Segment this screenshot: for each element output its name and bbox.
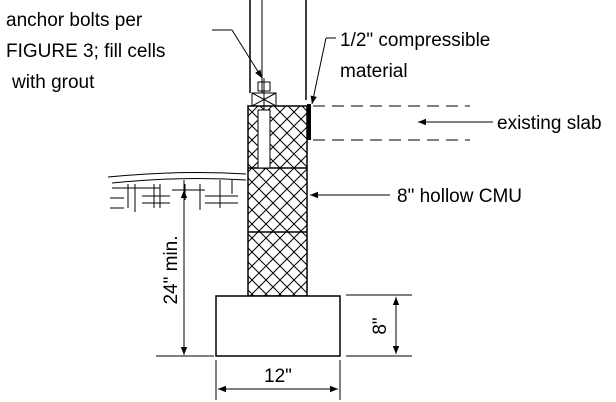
label-anchor-line2: FIGURE 3; fill cells	[6, 41, 165, 62]
compressible-leader	[310, 37, 336, 105]
concrete-footing	[215, 295, 341, 357]
label-anchor-line1: anchor bolts per	[6, 10, 143, 31]
footing-width-dimension	[215, 360, 341, 400]
compressible-material	[307, 104, 311, 140]
label-compressible-line2: material	[340, 61, 408, 82]
label-compressible-line1: 1/2" compressible	[340, 30, 490, 51]
label-anchor-line3: with grout	[11, 72, 95, 93]
label-footing-width: 12"	[264, 366, 292, 387]
label-existing-slab: existing slab	[497, 113, 602, 134]
label-depth-min: 24" min.	[161, 235, 182, 304]
soil-grade-hatch	[107, 172, 247, 212]
label-footing-height: 8"	[370, 317, 391, 334]
anchor-bolt-leader	[212, 29, 263, 79]
depth-dimension	[156, 180, 214, 357]
cmu-wall	[247, 105, 308, 297]
label-hollow-cmu: 8" hollow CMU	[397, 186, 522, 207]
footing-height-dimension	[346, 294, 412, 357]
